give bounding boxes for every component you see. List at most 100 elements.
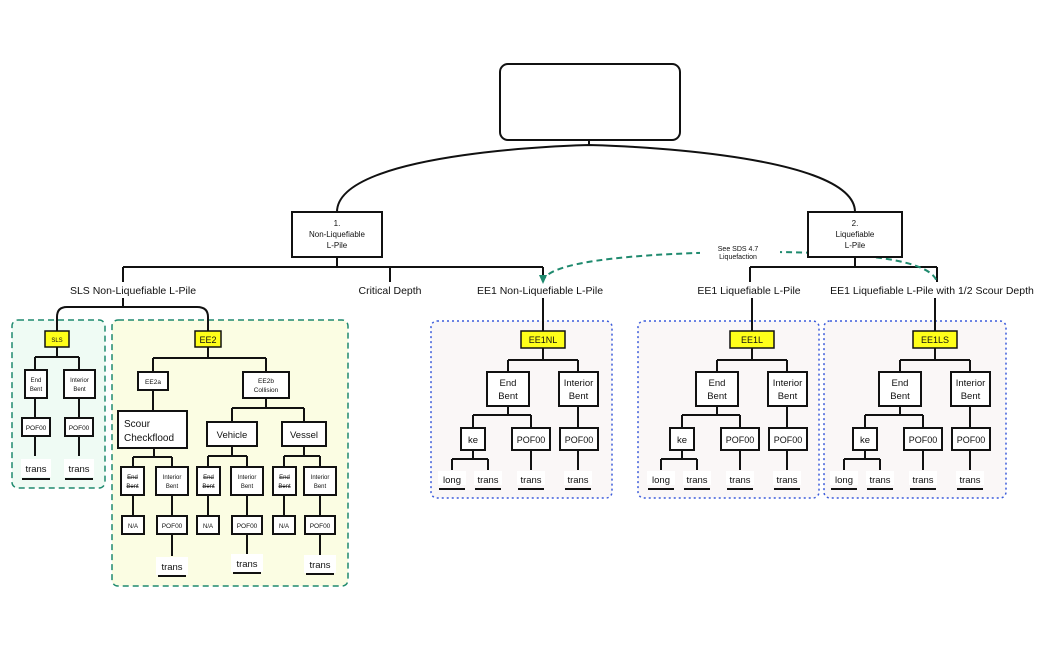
sls-end-bent-box[interactable] xyxy=(24,369,48,399)
sls-end-pof00-box[interactable] xyxy=(21,417,51,437)
ee1ls-interior-bent-label: Bent xyxy=(961,391,981,402)
ee1ls-interior-pof00-label: POF00 xyxy=(957,435,986,445)
sls-subtree: SLS End Bent Interior Bent POF00 POF00 t… xyxy=(21,330,96,480)
ee1ls-ke-trans: trans xyxy=(869,475,890,486)
sls-tag[interactable] xyxy=(44,330,70,348)
ee2a-box[interactable] xyxy=(137,371,169,391)
vessel-box[interactable] xyxy=(281,421,327,447)
scour-na-label: N/A xyxy=(128,524,138,530)
vessel-interior-bent-label: Bent xyxy=(314,484,327,490)
scour-interior-bent-box[interactable] xyxy=(155,466,189,496)
category-sls-nonliq[interactable]: SLS Non-Liquefiable L-Pile xyxy=(70,285,196,297)
vehicle-na-label: N/A xyxy=(203,524,213,530)
vessel-end-bent-box[interactable] xyxy=(272,466,297,496)
scour-checkflood-box[interactable] xyxy=(117,410,188,449)
ee1nl-interior-pof00-box[interactable] xyxy=(559,427,599,451)
vessel-label: Vessel xyxy=(290,430,318,441)
nonliq-branch-box[interactable] xyxy=(291,211,383,258)
ee1nl-end-pof00-box[interactable] xyxy=(511,427,551,451)
sls-interior-label: Interior xyxy=(70,378,89,384)
ee1l-interior-bent-label: Bent xyxy=(778,391,798,402)
category-critical-depth[interactable]: Critical Depth xyxy=(358,285,421,297)
ee1nl-group-panel xyxy=(430,320,613,499)
vehicle-pof00-box[interactable] xyxy=(231,515,263,535)
vessel-pof00-box[interactable] xyxy=(304,515,336,535)
ee1nl-long: long xyxy=(443,475,461,486)
ee1nl-end-bent-box[interactable] xyxy=(486,371,530,407)
ee1l-tag[interactable] xyxy=(729,330,775,349)
liq-line1: Liquefiable xyxy=(836,230,875,239)
ee1ls-end-pof00-box[interactable] xyxy=(903,427,943,451)
vehicle-interior-bent-label: Bent xyxy=(241,484,254,490)
ee1nl-interior-trans: trans xyxy=(567,475,588,486)
vehicle-end-bent-box[interactable] xyxy=(196,466,221,496)
ee1nl-ke-box[interactable] xyxy=(460,427,486,451)
scour-end-label: End xyxy=(127,475,138,481)
ee1nl-interior-label: Interior xyxy=(564,378,594,389)
ee1nl-end-trans: trans xyxy=(520,475,541,486)
vehicle-interior-bent-box[interactable] xyxy=(230,466,264,496)
vessel-na-label: N/A xyxy=(279,524,289,530)
vessel-interior-bent-box[interactable] xyxy=(303,466,337,496)
ee1ls-end-bent-box[interactable] xyxy=(878,371,922,407)
ee1ls-ke-label: ke xyxy=(860,435,870,446)
nonliq-line1: Non-Liquefiable xyxy=(309,230,366,239)
category-ee1-liq[interactable]: EE1 Liquefiable L-Pile xyxy=(697,285,800,297)
vessel-interior-label: Interior xyxy=(311,475,330,481)
ee1ls-interior-trans: trans xyxy=(959,475,980,486)
ee1l-interior-pof00-box[interactable] xyxy=(768,427,808,451)
ee2b-box[interactable] xyxy=(242,371,290,399)
vehicle-na-box[interactable] xyxy=(196,515,220,535)
ee1ls-interior-bent-box[interactable] xyxy=(950,371,991,407)
ee1l-ke-trans: trans xyxy=(686,475,707,486)
scour-end-bent-box[interactable] xyxy=(120,466,145,496)
vessel-trans: trans xyxy=(309,560,330,571)
vessel-na-box[interactable] xyxy=(272,515,296,535)
sls-end-bent-label: Bent xyxy=(30,387,43,393)
vehicle-end-bent-label: Bent xyxy=(202,484,215,490)
category-ee1-liq-scour[interactable]: EE1 Liquefiable L-Pile with 1/2 Scour De… xyxy=(830,285,1034,297)
ee1ls-ke-box[interactable] xyxy=(852,427,878,451)
ee2-group-panel xyxy=(111,319,349,587)
nonliq-number: 1. xyxy=(334,219,341,228)
vehicle-box[interactable] xyxy=(206,421,258,447)
ee1l-end-label: End xyxy=(709,378,726,389)
vessel-end-bent-label: Bent xyxy=(278,484,291,490)
ee1ls-end-trans: trans xyxy=(912,475,933,486)
scour-na-box[interactable] xyxy=(121,515,145,535)
ee1nl-end-label: End xyxy=(500,378,517,389)
ee1l-end-pof00-box[interactable] xyxy=(720,427,760,451)
sls-interior-pof00-label: POF00 xyxy=(69,425,90,432)
ee1nl-interior-pof00-label: POF00 xyxy=(565,435,594,445)
sls-interior-pof00-box[interactable] xyxy=(64,417,94,437)
ee1ls-end-label: End xyxy=(892,378,909,389)
scour-end-bent-label: Bent xyxy=(126,484,139,490)
ee2b-collision-label: Collision xyxy=(254,387,279,394)
ee1l-group-panel xyxy=(637,320,820,499)
scour-interior-label: Interior xyxy=(163,475,182,481)
ee1l-end-bent-box[interactable] xyxy=(695,371,739,407)
sls-interior-bent-box[interactable] xyxy=(63,369,96,399)
ee1l-end-bent-label: Bent xyxy=(707,391,727,402)
vessel-pof00-label: POF00 xyxy=(310,523,331,530)
ee1ls-interior-pof00-box[interactable] xyxy=(951,427,991,451)
category-ee1-nonliq[interactable]: EE1 Non-Liquefiable L-Pile xyxy=(477,285,603,297)
ee1l-end-trans: trans xyxy=(729,475,750,486)
ee2-tag[interactable] xyxy=(194,330,222,348)
sls-end-pof00-label: POF00 xyxy=(26,425,47,432)
ee1nl-interior-bent-box[interactable] xyxy=(558,371,599,407)
ee1ls-tag[interactable] xyxy=(912,330,958,349)
ee1l-interior-bent-box[interactable] xyxy=(767,371,808,407)
scour-interior-bent-label: Bent xyxy=(166,484,179,490)
scour-pof00-box[interactable] xyxy=(156,515,188,535)
ee1ls-tag-label: EE1LS xyxy=(921,335,949,345)
root-box[interactable] xyxy=(499,63,681,141)
ee1l-ke-box[interactable] xyxy=(669,427,695,451)
liq-branch-box[interactable] xyxy=(807,211,903,258)
ee1l-interior-trans: trans xyxy=(776,475,797,486)
ee1nl-tag[interactable] xyxy=(520,330,566,349)
